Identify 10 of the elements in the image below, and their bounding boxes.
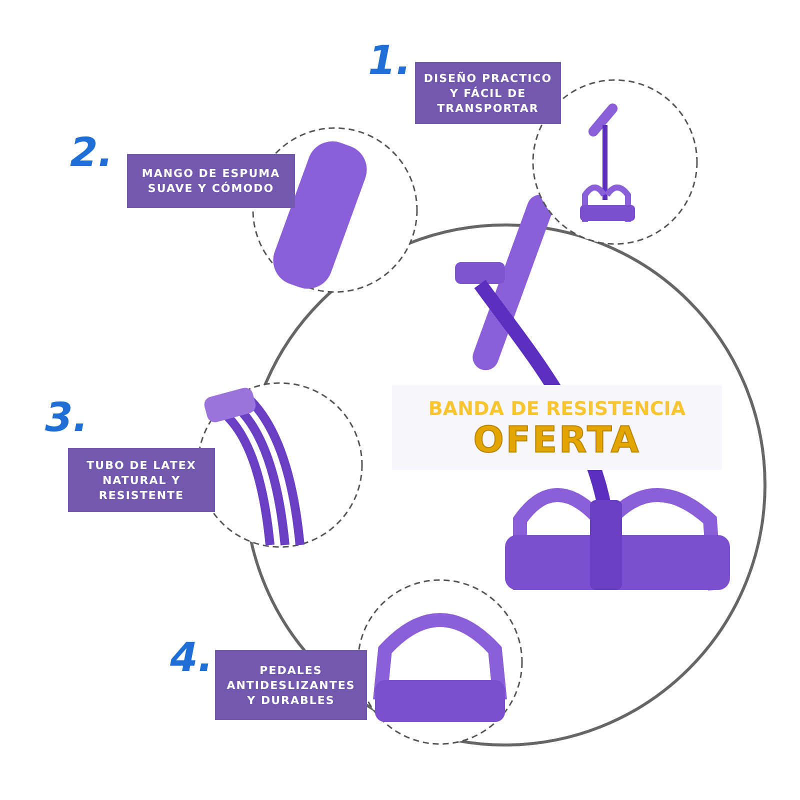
callout-number: 4.	[170, 635, 214, 681]
callout-box: PEDALES ANTIDESLIZANTES Y DURABLES	[215, 650, 367, 720]
callout-number: 3.	[45, 395, 88, 441]
callout-box: MANGO DE ESPUMA SUAVE Y CÓMODO	[127, 154, 295, 208]
callout-number: 2.	[70, 130, 114, 176]
offer-heading: OFERTA	[472, 420, 642, 461]
callout-number: 1.	[368, 38, 412, 84]
callout-box: TUBO DE LATEX NATURAL Y RESISTENTE	[68, 448, 215, 512]
product-title: BANDA DE RESISTENCIA	[427, 398, 687, 420]
callout-box: DISEÑO PRACTICO Y FÁCIL DE TRANSPORTAR	[415, 62, 561, 124]
